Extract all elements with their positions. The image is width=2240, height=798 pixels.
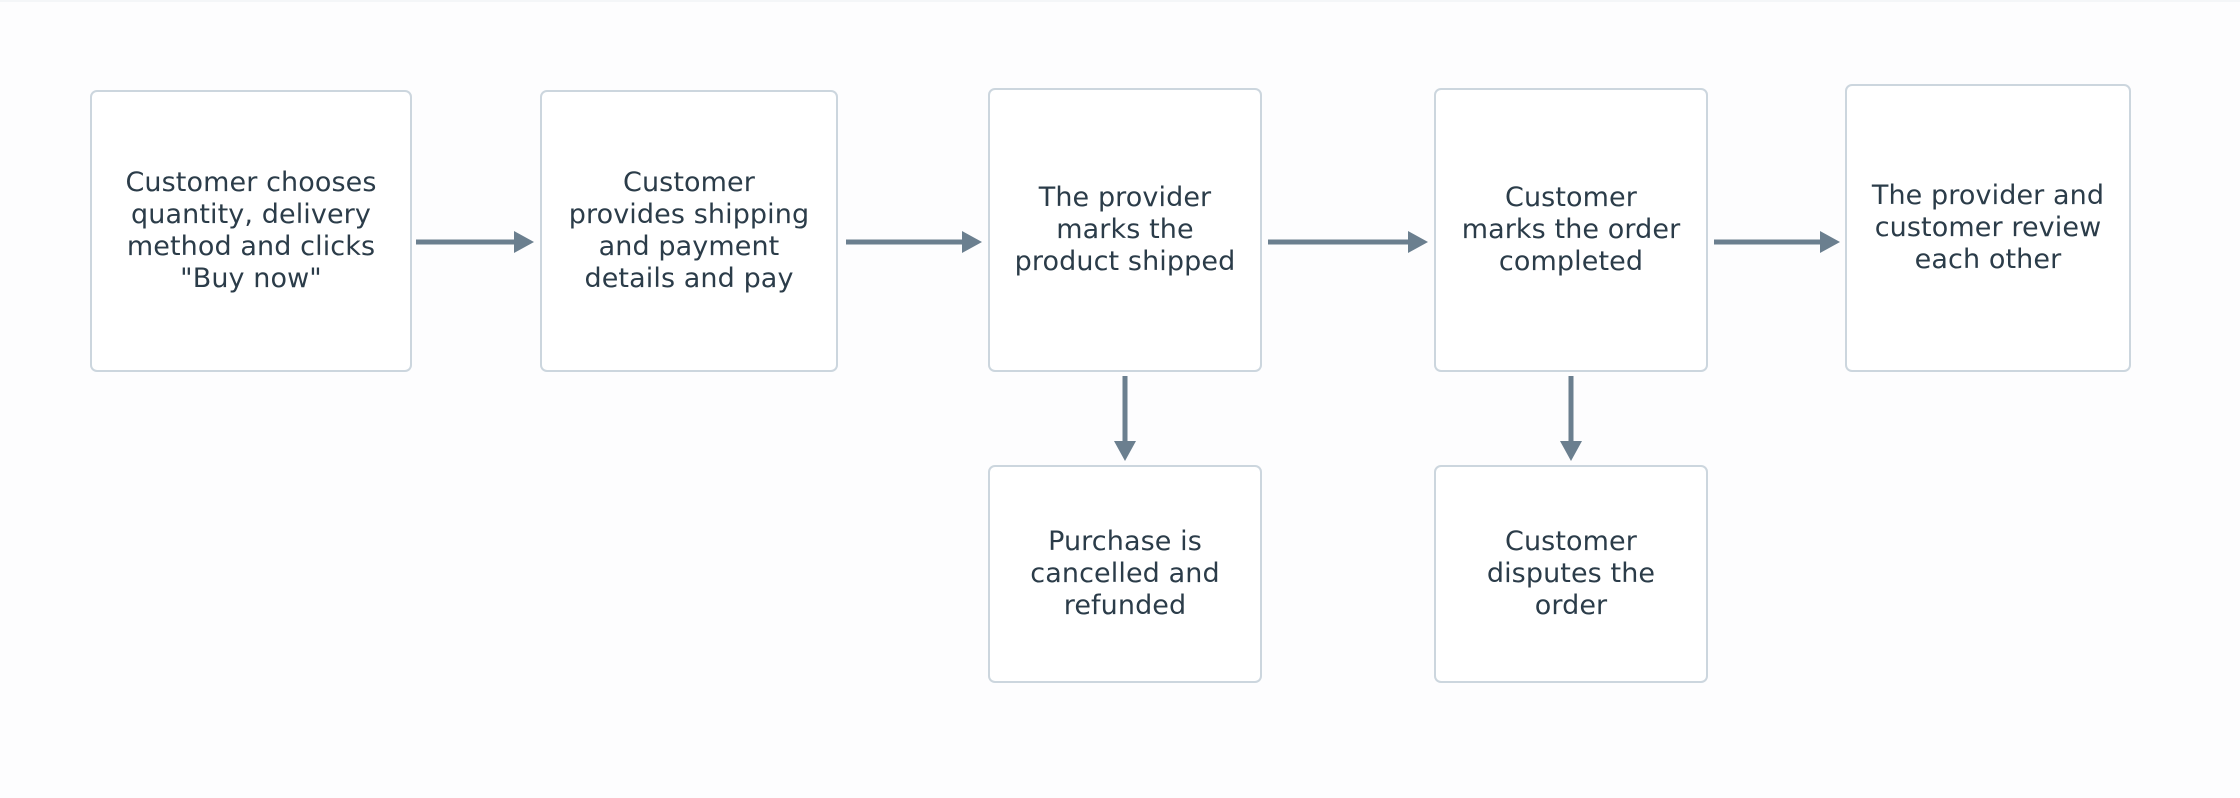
arrow-n3-to-n6	[1114, 376, 1136, 461]
flow-node-n6[interactable]: Purchase is cancelled and refunded	[988, 465, 1262, 683]
flow-node-label: Customer marks the order completed	[1461, 182, 1681, 277]
arrow-n1-to-n2	[416, 231, 534, 253]
flow-node-n2[interactable]: Customer provides shipping and payment d…	[540, 90, 838, 372]
arrow-n4-to-n5	[1714, 231, 1840, 253]
flow-node-label: Purchase is cancelled and refunded	[1030, 526, 1220, 621]
flow-node-label: Customer provides shipping and payment d…	[568, 167, 810, 294]
arrow-n4-to-n7	[1560, 376, 1582, 461]
flow-node-n4[interactable]: Customer marks the order completed	[1434, 88, 1708, 372]
canvas-top-border	[0, 0, 2240, 2]
flow-node-n1[interactable]: Customer chooses quantity, delivery meth…	[90, 90, 412, 372]
flow-node-label: Customer chooses quantity, delivery meth…	[125, 167, 377, 294]
flow-node-n3[interactable]: The provider marks the product shipped	[988, 88, 1262, 372]
flow-node-n5[interactable]: The provider and customer review each ot…	[1845, 84, 2131, 372]
arrow-n3-to-n4	[1268, 231, 1428, 253]
flow-node-label: The provider and customer review each ot…	[1871, 180, 2105, 275]
arrow-n2-to-n3	[846, 231, 982, 253]
flow-node-label: Customer disputes the order	[1486, 526, 1656, 621]
flow-node-n7[interactable]: Customer disputes the order	[1434, 465, 1708, 683]
flow-node-label: The provider marks the product shipped	[1014, 182, 1236, 277]
